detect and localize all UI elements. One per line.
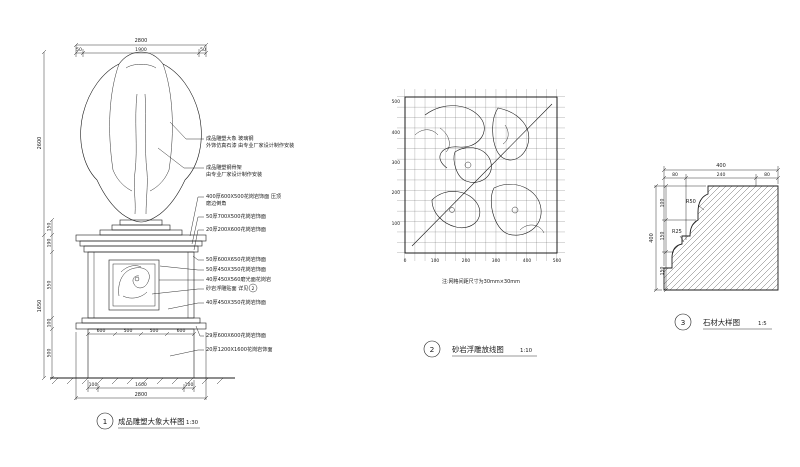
- dim-label: 80: [672, 172, 678, 178]
- drawing2-title-block: 2 砂岩浮雕放线图 1:10: [423, 340, 537, 358]
- dim-label: 500: [150, 328, 159, 334]
- detail-ref-badge: [248, 283, 258, 293]
- relief-panel: [108, 259, 160, 311]
- annotation: 50厚450X350花岗岩饰面: [206, 266, 266, 273]
- detail-number: 3: [681, 318, 686, 327]
- annotation: 400厚600X500花岗岩饰面 压顶: [206, 193, 281, 200]
- elephant-outline: [80, 51, 202, 223]
- dim-top: 2800 50 1900 50: [73, 38, 209, 57]
- drawing-scale: 1:30: [186, 420, 199, 426]
- dim-label: 150: [660, 267, 666, 276]
- relief-pattern: [411, 103, 553, 247]
- y-axis-label: 200: [392, 190, 401, 196]
- annotation: 外饰仿真石漆 由专业厂家设计制作安装: [206, 142, 294, 149]
- dim-left: 2600 1650 150 190 550 100 500: [37, 49, 55, 381]
- drawing-title: 成品雕塑大象大样图: [118, 417, 185, 426]
- dim-label: 400: [649, 233, 655, 243]
- dim-label: 1600: [135, 382, 147, 388]
- setting-out-grid: [397, 89, 565, 261]
- dim-label: 50: [76, 47, 82, 53]
- grid-border: [404, 96, 558, 254]
- drawing-scale: 1:5: [758, 321, 767, 327]
- x-axis-label: 0: [404, 258, 407, 264]
- dim-label: 240: [717, 172, 726, 178]
- annotation: 由专业厂家设计制作安装: [206, 171, 262, 178]
- annotation: 40厚450X350花岗岩饰面: [206, 299, 266, 306]
- drawing-title: 砂岩浮雕放线图: [452, 345, 504, 354]
- drawing-title: 石材大样图: [703, 318, 740, 327]
- drawing-scale: 1:10: [520, 348, 533, 354]
- grid-note: 注:网格间距尺寸为30mm×30mm: [442, 278, 520, 285]
- stone-profile-drawing: 400 80 240 80 400 100 150 150 R50: [649, 163, 781, 331]
- dim-label: 100: [185, 382, 194, 388]
- dim-label: 50: [200, 47, 206, 53]
- detail-number-bubble: [96, 412, 114, 430]
- detail-number-bubble: [423, 340, 441, 358]
- y-axis-label: 100: [392, 221, 401, 227]
- dim-label: 500: [124, 328, 133, 334]
- y-axis-label: 500: [392, 99, 401, 105]
- radius-label: R25: [672, 229, 682, 235]
- dim-label: 2800: [135, 38, 148, 44]
- relief-grid-drawing: 0 100 200 300 400 500 100 200 300 400 50…: [392, 89, 565, 358]
- dim-label: 150: [47, 223, 53, 232]
- annotation: 50厚700X500花岗岩饰面: [206, 213, 266, 220]
- dim-label: 1650: [37, 300, 43, 313]
- dim-label: 100: [660, 199, 666, 208]
- dim-base-chain: 600 500 500 600: [85, 328, 197, 337]
- ground-hatch: [51, 377, 224, 385]
- dim-label: 150: [660, 232, 666, 241]
- annotation-leaders: [151, 121, 204, 357]
- annotation: 29厚600X600花岗岩饰面: [206, 332, 266, 339]
- annotation: 20厚200X600花岗岩饰面: [206, 226, 266, 233]
- elephant-detail-drawing: 2800 50 1900 50 2600 1650 150 190 550 10…: [37, 38, 294, 430]
- dim-label: 2600: [37, 137, 43, 150]
- radius-callouts: R50 R25: [672, 199, 705, 243]
- radius-label: R50: [686, 199, 696, 205]
- x-axis-label: 300: [492, 258, 501, 264]
- stone-profile-section: [663, 185, 779, 291]
- x-axis-label: 200: [462, 258, 471, 264]
- dim-label: 1900: [135, 47, 147, 53]
- dim-label: 400: [716, 163, 726, 169]
- dim-label: 600: [177, 328, 186, 334]
- dim3-left: 400 100 150 150: [649, 183, 706, 293]
- detail-ref-number: 2: [252, 286, 255, 292]
- annotation: 磨边倒角: [206, 200, 226, 207]
- dim-label: 190: [47, 239, 53, 248]
- dim-bottom: 100 1600 100 2800: [73, 332, 209, 401]
- dim-label: 80: [764, 172, 770, 178]
- annotation: 40厚450X560磨光面花岗岩: [206, 276, 271, 283]
- annotation: 成品雕塑钢骨架: [206, 164, 242, 171]
- dim-label: 100: [89, 382, 98, 388]
- x-axis-label: 100: [431, 258, 440, 264]
- detail-number: 2: [430, 345, 435, 354]
- x-axis-label: 400: [523, 258, 532, 264]
- annotations: 成品雕塑大象 玻璃钢 外饰仿真石漆 由专业厂家设计制作安装 成品雕塑钢骨架 由专…: [206, 135, 294, 353]
- pedestal: [50, 219, 235, 385]
- detail-number-bubble: [674, 313, 692, 331]
- dim-label: 100: [47, 319, 53, 328]
- drawing3-title-block: 3 石材大样图 1:5: [674, 313, 772, 331]
- grid-axis-labels: 0 100 200 300 400 500 100 200 300 400 50…: [392, 99, 562, 264]
- dim-label: 2800: [135, 392, 148, 398]
- annotation: 成品雕塑大象 玻璃钢: [206, 135, 253, 142]
- dim3-top: 400 80 240 80: [661, 163, 781, 266]
- dim-label: 500: [47, 349, 53, 358]
- detail-number: 1: [103, 417, 108, 426]
- drawing1-title-block: 1 成品雕塑大象大样图 1:30: [96, 412, 200, 430]
- annotation: 50厚600X650花岗岩饰面: [206, 256, 266, 263]
- dim-label: 550: [47, 281, 53, 290]
- x-axis-label: 500: [553, 258, 562, 264]
- annotation: 砂岩浮雕贴面 详见: [206, 285, 248, 292]
- annotation: 20厚1200X1600花岗岩饰面: [206, 346, 272, 353]
- y-axis-label: 400: [392, 130, 401, 136]
- dim-label: 600: [97, 328, 106, 334]
- y-axis-label: 300: [392, 160, 401, 166]
